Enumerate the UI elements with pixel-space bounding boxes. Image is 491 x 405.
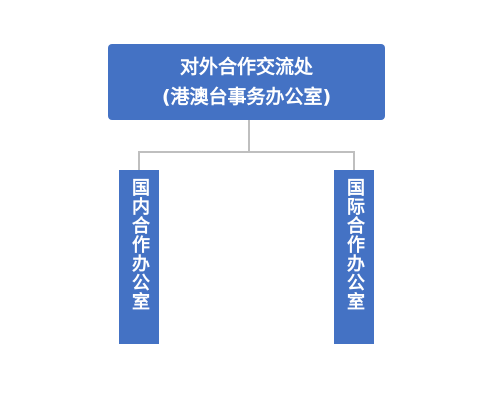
child-label-domestic: 国内合作办公室 <box>129 178 150 311</box>
root-title: 对外合作交流处 <box>179 56 313 78</box>
root-subtitle: (港澳台事务办公室) <box>161 86 332 108</box>
root-node: 对外合作交流处 (港澳台事务办公室) <box>108 44 385 120</box>
child-node-international: 国际合作办公室 <box>334 170 374 344</box>
child-label-international: 国际合作办公室 <box>344 178 365 311</box>
child-node-domestic: 国内合作办公室 <box>119 170 159 344</box>
